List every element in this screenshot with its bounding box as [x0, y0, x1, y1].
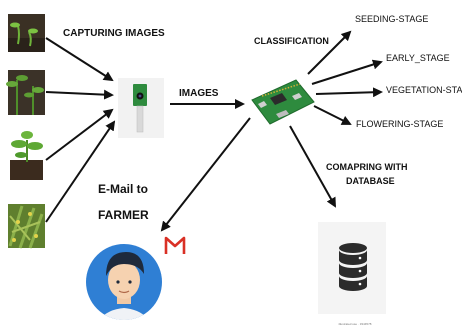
arrow-to-seeding-stage	[307, 30, 352, 75]
raspberry-pi-board-icon	[251, 79, 315, 125]
classification-label: CLASSIFICATION	[254, 36, 329, 46]
plant-image-vegetation	[8, 128, 45, 180]
database-icon	[318, 222, 386, 314]
capturing-images-label: CAPTURING IMAGES	[63, 28, 165, 39]
arrow-to-flowering-stage	[313, 105, 352, 125]
arrows-to-camera	[45, 37, 116, 223]
stage-label-early: EARLY_STAGE	[386, 53, 450, 63]
gmail-icon	[164, 236, 186, 254]
email-label-line1: E-Mail to	[98, 182, 148, 196]
comparing-label-line1: COMAPRING WITH	[326, 162, 408, 172]
stage-label-vegetation: VEGETATION-STAGE	[386, 85, 462, 95]
arrow-early-to-camera	[45, 89, 114, 100]
arrow-flowering-to-camera	[45, 120, 116, 223]
arrow-seedling-to-camera	[45, 37, 114, 82]
arrow-board-to-farmer	[160, 117, 251, 232]
arrow-board-to-database	[289, 125, 336, 208]
farmer-avatar	[86, 244, 162, 320]
email-label-line2: FARMER	[98, 208, 149, 222]
comparing-label-line2: DATABASE	[346, 176, 395, 186]
arrow-vegetation-to-camera	[45, 108, 114, 161]
arrow-to-early-stage	[311, 59, 383, 85]
database-caption: illustrated use · 3344578	[338, 322, 372, 326]
stage-label-seeding: SEEDING-STAGE	[355, 14, 429, 24]
plant-image-flowering	[8, 204, 45, 249]
plant-image-early	[6, 70, 45, 115]
arrows-to-stages	[307, 30, 383, 125]
plant-image-seedling	[8, 14, 45, 52]
stage-label-flowering: FLOWERING-STAGE	[356, 119, 444, 129]
arrow-to-vegetation-stage	[315, 87, 383, 98]
camera-module-icon	[118, 78, 164, 138]
images-label: IMAGES	[179, 88, 219, 99]
